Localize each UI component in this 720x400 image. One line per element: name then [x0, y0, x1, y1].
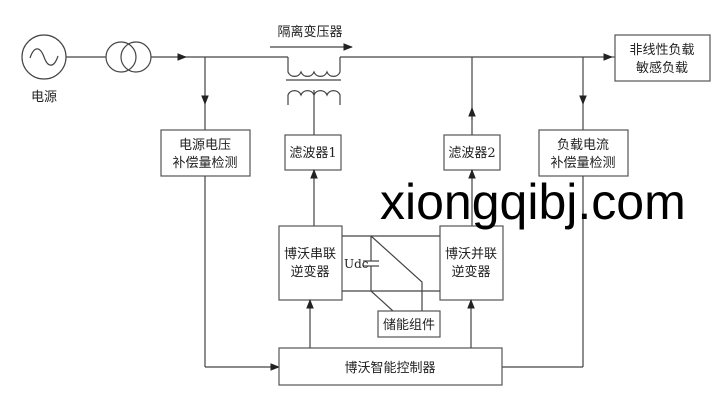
series-inverter-line2: 逆变器 — [290, 264, 329, 280]
filter1-label: 滤波器1 — [289, 146, 336, 161]
ac-source-icon — [21, 34, 67, 80]
filter1-box — [284, 134, 342, 171]
storage-box — [377, 310, 441, 338]
transformer-label: 隔离变压器 — [277, 24, 342, 40]
watermark: xiongqibj.com — [380, 174, 686, 230]
controller-box — [278, 347, 503, 386]
dc-voltage-label: Udc — [344, 257, 369, 271]
load-line1: 非线性负载 — [629, 43, 694, 58]
controller-label: 博沃智能控制器 — [344, 361, 435, 376]
parallel-inverter-box — [439, 225, 504, 301]
voltage-detect-line1: 电源电压 — [179, 138, 231, 153]
parallel-inverter-line2: 逆变器 — [451, 264, 490, 280]
filter2-label: 滤波器2 — [448, 146, 495, 161]
current-detect-line1: 负载电流 — [557, 138, 609, 153]
capacitor-icon — [363, 236, 379, 291]
voltage-detect-line2: 补偿量检测 — [172, 156, 237, 171]
series-inverter-line1: 博沃串联 — [284, 247, 336, 262]
series-inverter-box — [278, 225, 343, 301]
filter2-box — [443, 134, 501, 171]
current-detect-box — [538, 129, 629, 177]
source-label: 电源 — [31, 90, 57, 105]
load-box — [614, 34, 711, 82]
parallel-inverter-line1: 博沃并联 — [445, 247, 497, 262]
load-line2: 敏感负载 — [636, 60, 688, 76]
grid-transformer-icon — [105, 41, 152, 73]
current-detect-line2: 补偿量检测 — [550, 156, 615, 171]
storage-label: 储能组件 — [383, 318, 435, 333]
